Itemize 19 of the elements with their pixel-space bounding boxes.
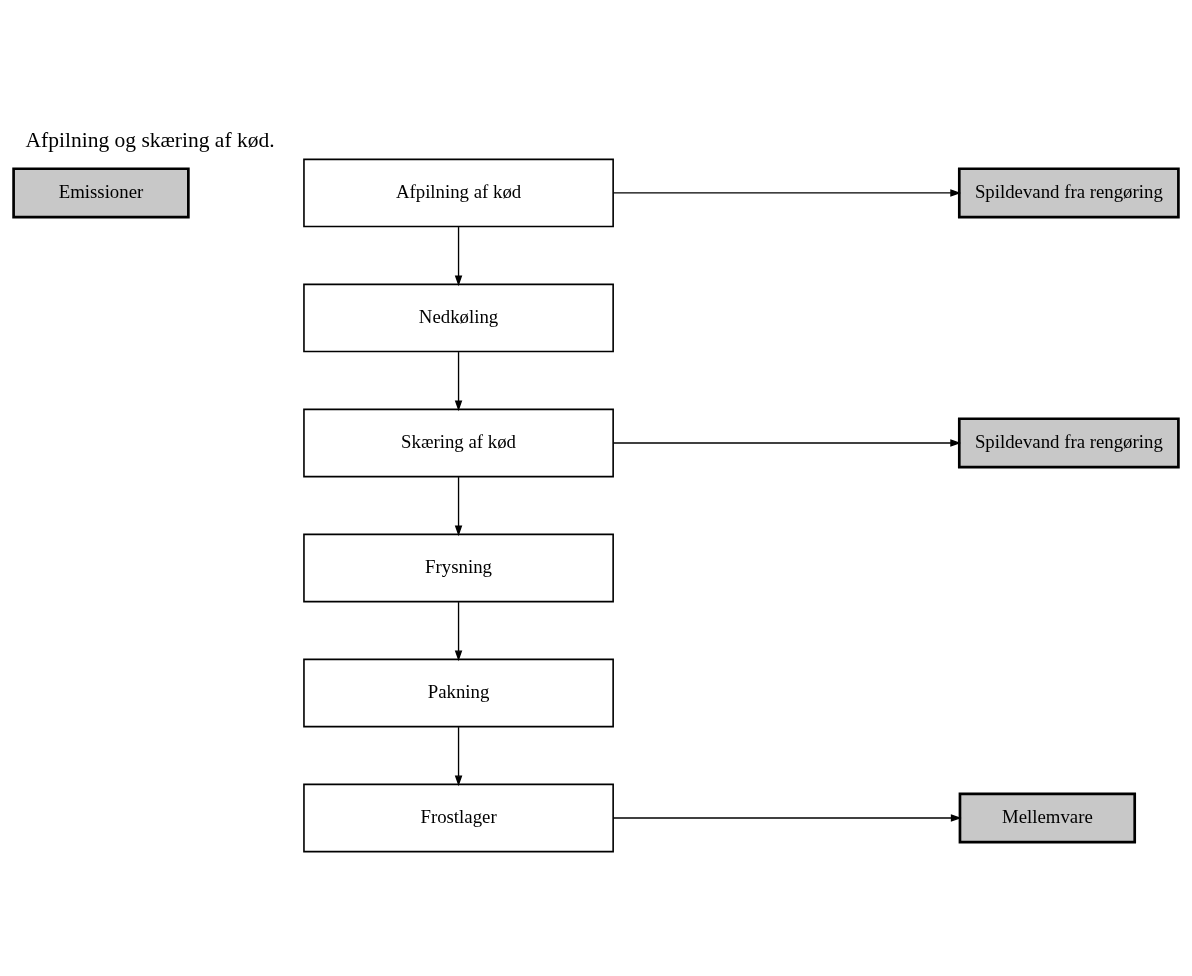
node-box: Emissioner [12, 167, 190, 219]
node-box: Pakning [303, 658, 614, 728]
arrow [454, 226, 463, 287]
node-box: Afpilning af kød [303, 158, 614, 228]
node-box: Spildevand fra rengøring [957, 167, 1180, 219]
arrow [454, 476, 463, 537]
diagram-title: Afpilning og skæring af kød. [25, 127, 275, 152]
node-box: Mellemvare [958, 792, 1137, 844]
node-box: Nedkøling [303, 283, 614, 353]
arrow [454, 601, 463, 662]
arrow [612, 814, 962, 822]
arrow [454, 726, 463, 787]
node-box: Skæring af kød [303, 408, 614, 478]
node-box: Spildevand fra rengøring [957, 417, 1180, 469]
arrow [454, 351, 463, 412]
arrow [612, 189, 962, 197]
arrow [612, 439, 962, 447]
node-box: Frostlager [303, 783, 614, 853]
node-box: Frysning [303, 533, 614, 603]
